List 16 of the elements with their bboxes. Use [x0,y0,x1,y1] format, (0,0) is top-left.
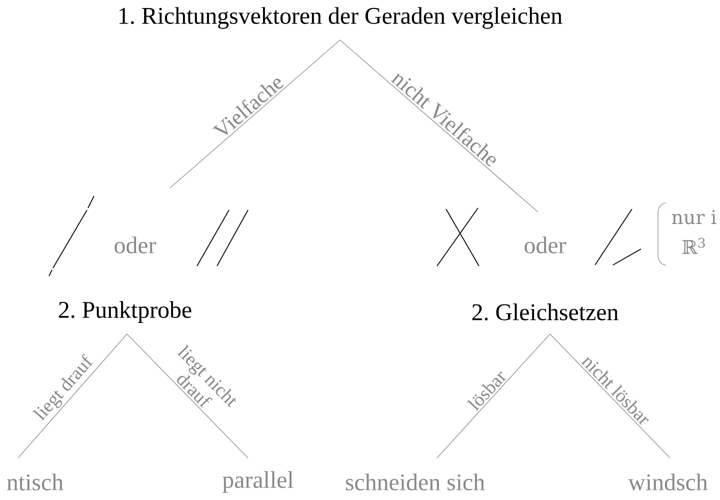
heading: 2. Gleichsetzen [472,304,618,320]
connector-line [436,334,550,458]
result-text: windsch [628,474,708,490]
connector-line [126,334,248,458]
connector-line [340,40,538,212]
heading: 2. Punktprobe [58,301,192,323]
connector-line [170,40,340,188]
connector-line [18,334,128,458]
connector-word: oder [114,236,156,254]
heading: 1. Richtungsvektoren der Geraden vergleichen [120,7,562,29]
result-text: ntisch [7,474,64,490]
connector-line [550,334,670,458]
note-text: nur i ℝ$^{3}$ [672,210,716,254]
result-text: schneiden sich [346,474,485,490]
result-text: parallel [222,471,294,493]
connector-word: oder [524,236,566,254]
